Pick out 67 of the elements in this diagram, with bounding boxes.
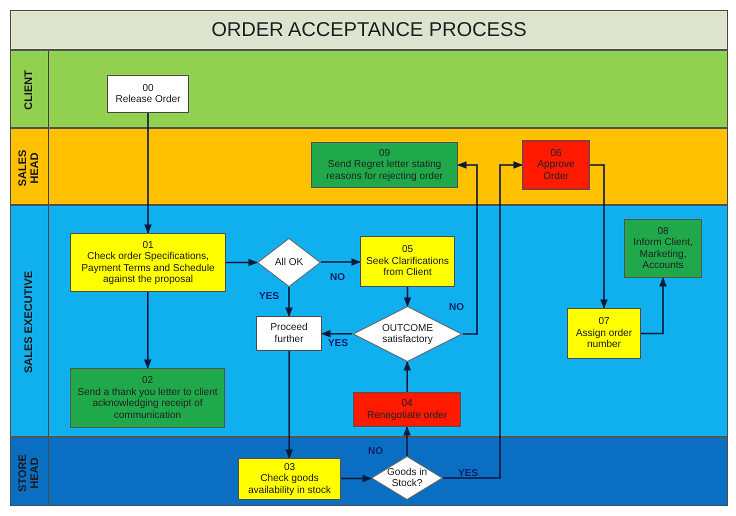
step-text: Seek Clarifications from Client <box>365 256 450 279</box>
diagram-title: ORDER ACCEPTANCE PROCESS <box>211 18 527 42</box>
step-text: Proceed further <box>269 322 309 345</box>
swimlane <box>10 128 728 205</box>
step-number: 04 <box>401 398 413 410</box>
process-box <box>238 458 341 500</box>
arrow <box>641 277 667 334</box>
step-number: 06 <box>550 148 562 160</box>
lane-label: SALES HEAD <box>16 148 42 188</box>
swimlane <box>10 437 728 506</box>
process-box <box>360 236 455 287</box>
step-number: 09 <box>378 148 390 160</box>
arrow <box>457 161 478 335</box>
arrow <box>590 164 608 309</box>
arrow <box>404 287 412 307</box>
arrow <box>403 361 412 392</box>
process-box <box>256 316 322 351</box>
step-number: 03 <box>284 462 296 474</box>
step-text: OUTCOME satisfactory <box>380 322 434 346</box>
process-box <box>107 75 189 113</box>
step-text: Renegotiate order <box>366 410 448 421</box>
process-box <box>70 233 226 292</box>
edge-label: YES <box>259 291 280 302</box>
process-box <box>624 219 702 278</box>
step-text: Assign order number <box>574 328 634 351</box>
lane-label: SALES EXECUTIVE <box>22 270 36 376</box>
step-text: Send a thank you letter to client acknowledging receipt of communication <box>76 386 219 421</box>
step-number: 00 <box>142 82 154 94</box>
step-text: Release Order <box>115 94 181 106</box>
step-number: 05 <box>402 244 414 256</box>
edge-label: YES <box>328 338 348 349</box>
edge-label: NO <box>330 272 345 283</box>
arrow <box>144 113 152 234</box>
arrow <box>285 351 294 459</box>
arrow <box>226 258 258 266</box>
step-text: Check goods availability in stock <box>247 473 332 496</box>
lane-label: STORE HEAD <box>16 452 42 494</box>
step-number: 01 <box>142 240 154 251</box>
arrow <box>403 426 411 456</box>
process-box <box>522 140 590 190</box>
process-box <box>311 142 458 188</box>
step-text: Inform Client, Marketing, Accounts <box>632 237 694 272</box>
step-text: Check order Specifications, Payment Terms and Schedule against the proposal <box>80 251 216 286</box>
decision-diamond <box>371 456 443 500</box>
edge-label: YES <box>458 468 478 479</box>
arrow <box>144 292 152 369</box>
arrow <box>321 330 352 338</box>
swimlane <box>10 50 728 128</box>
step-number: 08 <box>657 226 669 237</box>
arrow <box>321 258 361 266</box>
process-box <box>567 308 641 359</box>
step-text: Approve Order <box>536 159 576 182</box>
step-number: 02 <box>142 375 154 386</box>
arrow <box>285 287 293 317</box>
lane-label: CLIENT <box>22 69 36 112</box>
edge-label: NO <box>368 446 383 457</box>
decision-diamond <box>257 238 321 287</box>
process-box <box>70 368 225 428</box>
edge-label: NO <box>449 302 464 313</box>
step-number: 07 <box>598 316 610 328</box>
process-box <box>353 392 461 427</box>
step-text: All OK <box>274 256 304 268</box>
swimlane <box>10 205 728 437</box>
step-text: Send Regret letter stating reasons for rejecting order <box>325 159 444 182</box>
arrow <box>341 474 372 482</box>
step-text: Goods in Stock? <box>386 466 428 490</box>
arrow <box>443 161 523 479</box>
